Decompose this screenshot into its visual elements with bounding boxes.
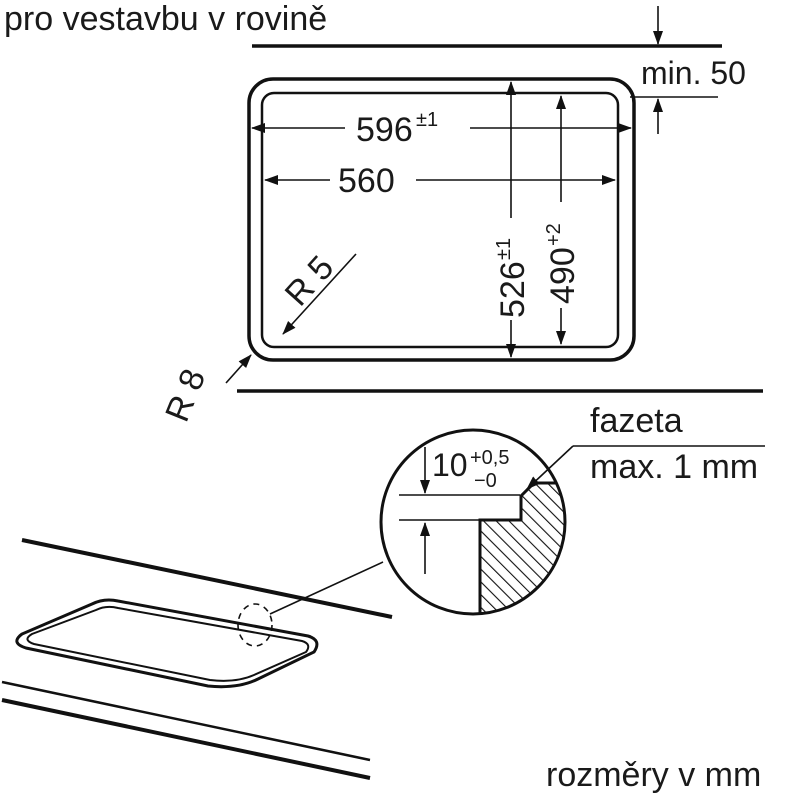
detail-leader-line xyxy=(269,561,384,615)
chamfer-label: fazeta xyxy=(590,402,683,440)
outer-cutout-outline xyxy=(247,77,636,362)
inner-depth-value: 490 xyxy=(544,247,582,304)
outer-depth-label: 526 ±1 xyxy=(493,238,532,318)
worktop-section-hatch xyxy=(478,481,565,614)
chamfer-leader-arrow xyxy=(526,445,574,490)
inner-radius-label: R 5 xyxy=(278,249,342,314)
perspective-back-edge xyxy=(21,538,393,619)
outer-radius-arrow xyxy=(225,354,252,384)
flush-mount-title: pro vestavbu v rovině xyxy=(4,0,327,38)
units-note: rozměry v mm xyxy=(546,756,761,794)
perspective-cutout-inner xyxy=(26,605,310,682)
inner-depth-label: 490 +2 xyxy=(543,223,582,304)
detail-marker-ellipse xyxy=(237,603,273,647)
perspective-view xyxy=(1,538,393,780)
inner-depth-tolerance: +2 xyxy=(543,223,565,246)
chamfer-max-label: max. 1 mm xyxy=(590,448,758,486)
step-tolerance-upper: +0,5 xyxy=(470,447,509,469)
step-depth-value: 10 xyxy=(432,447,468,483)
perspective-front-edge-top xyxy=(1,680,371,762)
inner-width-value: 560 xyxy=(338,162,395,200)
perspective-cutout-outer xyxy=(15,598,319,689)
perspective-front-edge-bottom xyxy=(1,698,371,780)
step-tolerance-lower: −0 xyxy=(474,470,497,492)
inner-cutout-outline xyxy=(260,91,620,349)
min-distance-label: min. 50 xyxy=(641,55,746,91)
outer-depth-value: 526 xyxy=(494,261,532,318)
edge-detail: 10 +0,5 −0 xyxy=(379,428,567,616)
outer-depth-tolerance: ±1 xyxy=(493,238,515,260)
outer-radius-label: R 8 xyxy=(158,364,213,427)
outer-width-tolerance: ±1 xyxy=(416,109,438,131)
inner-radius-arrow xyxy=(282,253,357,335)
outer-width-value: 596 xyxy=(356,111,413,149)
